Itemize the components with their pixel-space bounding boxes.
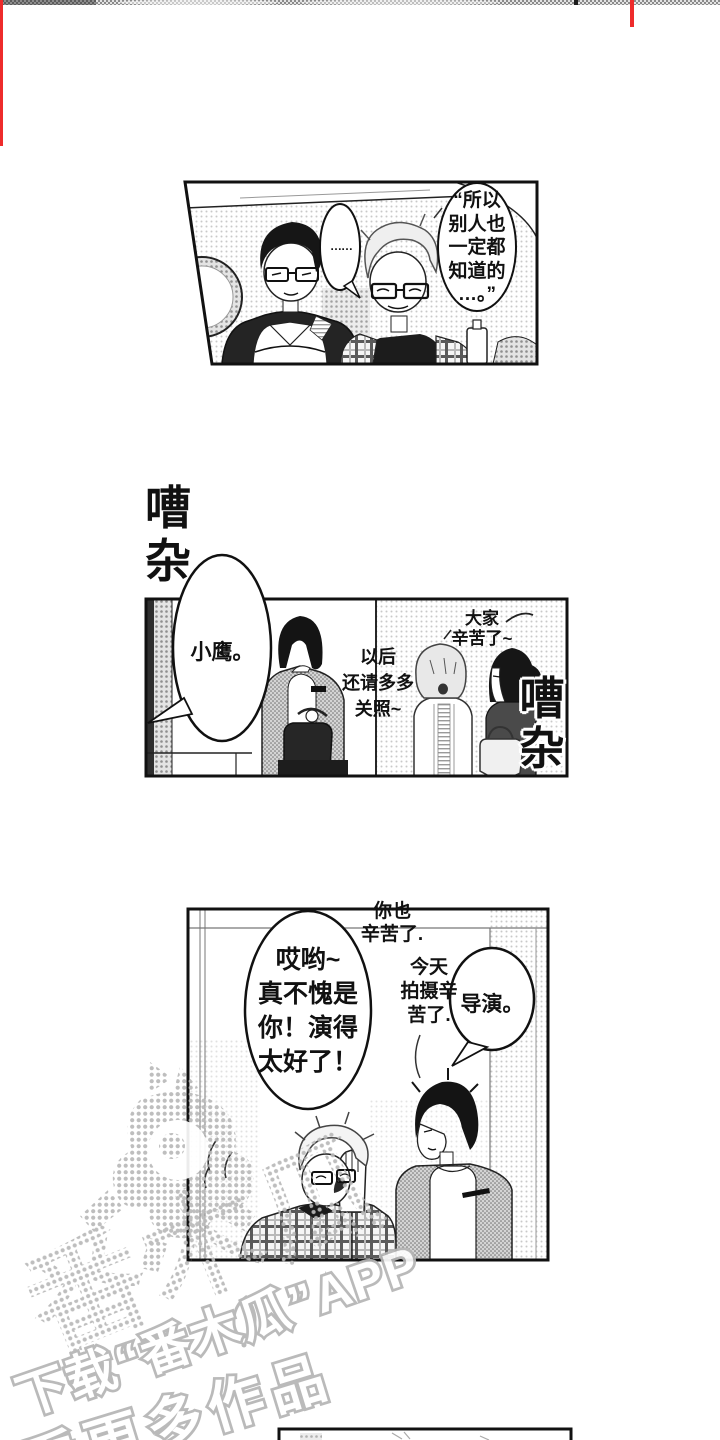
strip-highlight-2 — [300, 0, 500, 5]
quote-line: 一定都 — [448, 237, 506, 258]
request-text: 以后 还请多多 关照~ — [336, 644, 420, 722]
request-line: 以后 — [360, 647, 396, 667]
speech-bubble-quote — [437, 182, 517, 312]
thanks-line: 苦了. — [407, 1005, 451, 1026]
sfx-crowd-noise-left: 嘈 杂 — [140, 482, 196, 588]
reply-line: 你也 — [372, 901, 411, 922]
quote-bubble-text: “所以 别人也 一定都 知道的 …。” — [436, 189, 518, 307]
panel-1 — [183, 180, 539, 366]
red-progress-marker-left — [0, 0, 3, 146]
strip-highlight — [118, 0, 278, 5]
greeting-line: 大家 — [465, 609, 499, 628]
papaya-mascot-logo — [80, 1062, 256, 1272]
reply-line: 辛苦了. — [360, 924, 424, 945]
panel-3 — [186, 907, 550, 1262]
sfx-char: 嘈 — [145, 482, 191, 534]
reply-text: 你也 辛苦了. — [350, 900, 434, 946]
greeting-line: 辛苦了~ — [451, 629, 513, 648]
speech-bubble-praise — [243, 909, 373, 1111]
sfx-char: 嘈 — [519, 673, 565, 724]
strip-shade — [0, 0, 96, 5]
praise-line: 太好了！ — [257, 1048, 358, 1076]
character-light-hair-plaid — [339, 207, 476, 364]
character-man-with-bag — [250, 616, 348, 776]
praise-line: 哎哟~ — [275, 946, 341, 974]
speech-bubble-silence — [319, 203, 361, 299]
strip-divider — [574, 0, 578, 5]
red-marker-top-right — [630, 0, 634, 27]
praise-line: 真不愧是 — [257, 980, 358, 1008]
quote-line: 别人也 — [448, 213, 506, 235]
thanks-text: 今天 拍摄辛 苦了. — [390, 956, 468, 1028]
call-bubble-text: 小鹰。 — [190, 641, 254, 664]
panel-2 — [144, 553, 569, 778]
panel-4-partial — [277, 1427, 573, 1440]
praise-line: 你！演得 — [257, 1014, 358, 1042]
quote-line: 知道的 — [448, 260, 506, 282]
greeting-text: 大家 辛苦了~ — [446, 609, 518, 649]
sfx-char: 杂 — [519, 723, 565, 774]
character-dark-actor — [395, 1068, 513, 1260]
speech-bubble-call — [147, 553, 273, 743]
thanks-line: 拍摄辛 — [400, 981, 458, 1002]
character-girl-ponytail — [479, 648, 542, 776]
request-line: 关照~ — [354, 699, 402, 719]
character-blonde-actor — [203, 1111, 398, 1260]
papaya-seed-icon — [232, 1294, 257, 1339]
request-line: 还请多多 — [342, 673, 414, 693]
sfx-char: 杂 — [145, 535, 191, 587]
praise-bubble-text: 哎哟~ 真不愧是 你！演得 太好了！ — [246, 943, 370, 1079]
character-girl-hoodie — [413, 643, 473, 776]
silence-dots-text: …… — [330, 239, 353, 253]
director-bubble-text: 导演。 — [460, 993, 524, 1016]
sfx-crowd-noise-right: 嘈 杂 — [514, 674, 570, 774]
quote-line: …。” — [457, 284, 496, 305]
speech-bubble-director — [448, 946, 536, 1067]
quote-line: “所以 — [453, 190, 501, 211]
bottle — [466, 319, 488, 364]
thanks-line: 今天 — [409, 957, 448, 978]
previous-panel-edge — [0, 0, 720, 5]
